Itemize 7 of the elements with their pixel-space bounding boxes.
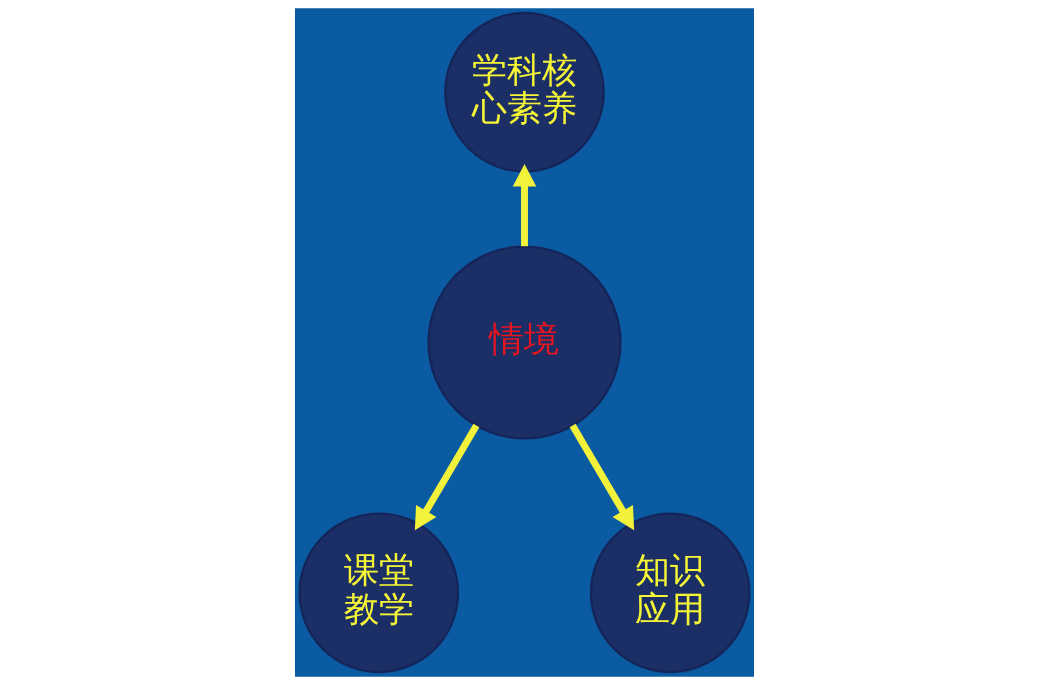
arrow [414, 423, 479, 531]
node-circle: 情境 [426, 245, 622, 440]
arrow [512, 164, 536, 247]
arrow [569, 423, 634, 531]
node-circle: 课堂教学 [297, 512, 459, 674]
node-circle: 学科核心素养 [443, 11, 605, 173]
node-circle: 知识应用 [589, 512, 751, 674]
